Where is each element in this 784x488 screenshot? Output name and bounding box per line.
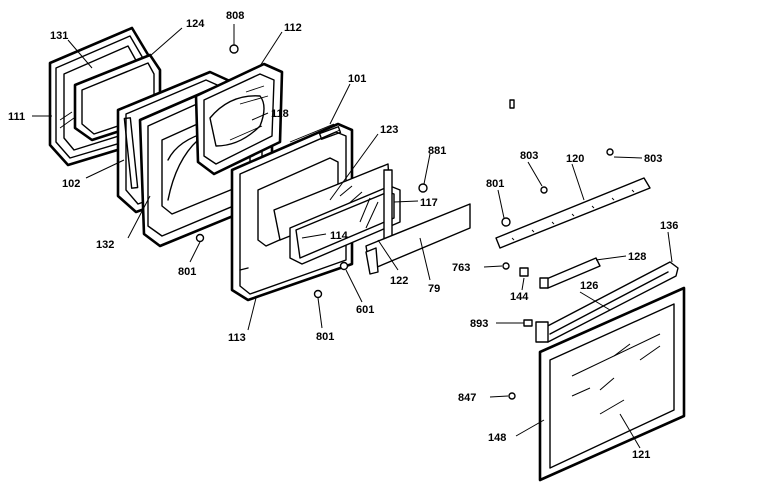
part-labels: 131 124 808 112 101 111 118 123 881 803 … [8,10,678,461]
label-113: 113 [228,332,246,344]
label-601: 601 [356,304,374,316]
screw-881 [418,183,428,193]
vent-strip [495,177,651,249]
screw-763 [502,262,510,270]
label-124: 124 [186,18,205,30]
label-117: 117 [420,197,438,209]
label-148: 148 [488,432,506,444]
label-122: 122 [390,275,408,287]
label-801-top: 801 [486,178,504,190]
screw-801-bottom [313,289,323,299]
label-102: 102 [62,178,80,190]
window-pack [289,169,401,265]
screw-803-right [606,148,614,156]
label-803-right: 803 [644,153,662,165]
label-128: 128 [628,251,646,263]
door-handle-bar [535,261,679,343]
screw-847 [508,392,516,400]
label-131: 131 [50,30,68,42]
clip-144 [519,267,529,277]
door-bottom-strip [365,203,471,275]
label-801-left: 801 [178,266,196,278]
clip-893 [523,319,533,327]
small-clip [509,99,515,109]
screw-803-left [540,186,548,194]
label-803-left: 803 [520,150,538,162]
label-114: 114 [330,230,349,242]
label-132: 132 [96,239,114,251]
screw-801-left [195,233,205,243]
label-808: 808 [226,10,244,22]
label-111: 111 [8,111,25,123]
label-136: 136 [660,220,678,232]
door-heat-shield [194,62,284,176]
label-847: 847 [458,392,476,404]
label-112: 112 [284,22,302,34]
label-893: 893 [470,318,488,330]
label-126: 126 [580,280,598,292]
leader-lines [32,24,673,449]
label-121: 121 [632,449,650,461]
label-123: 123 [380,124,398,136]
support-channel [539,257,601,289]
label-120: 120 [566,153,584,165]
screw-601 [339,261,349,271]
label-101: 101 [348,73,366,85]
label-79: 79 [428,283,440,295]
label-144: 144 [510,291,529,303]
label-763: 763 [452,262,470,274]
screw-808 [229,44,239,54]
outer-glass-door [538,286,686,482]
screw-801-top [501,217,511,227]
label-881: 881 [428,145,446,157]
label-801-bottom: 801 [316,331,334,343]
label-118: 118 [271,108,289,120]
